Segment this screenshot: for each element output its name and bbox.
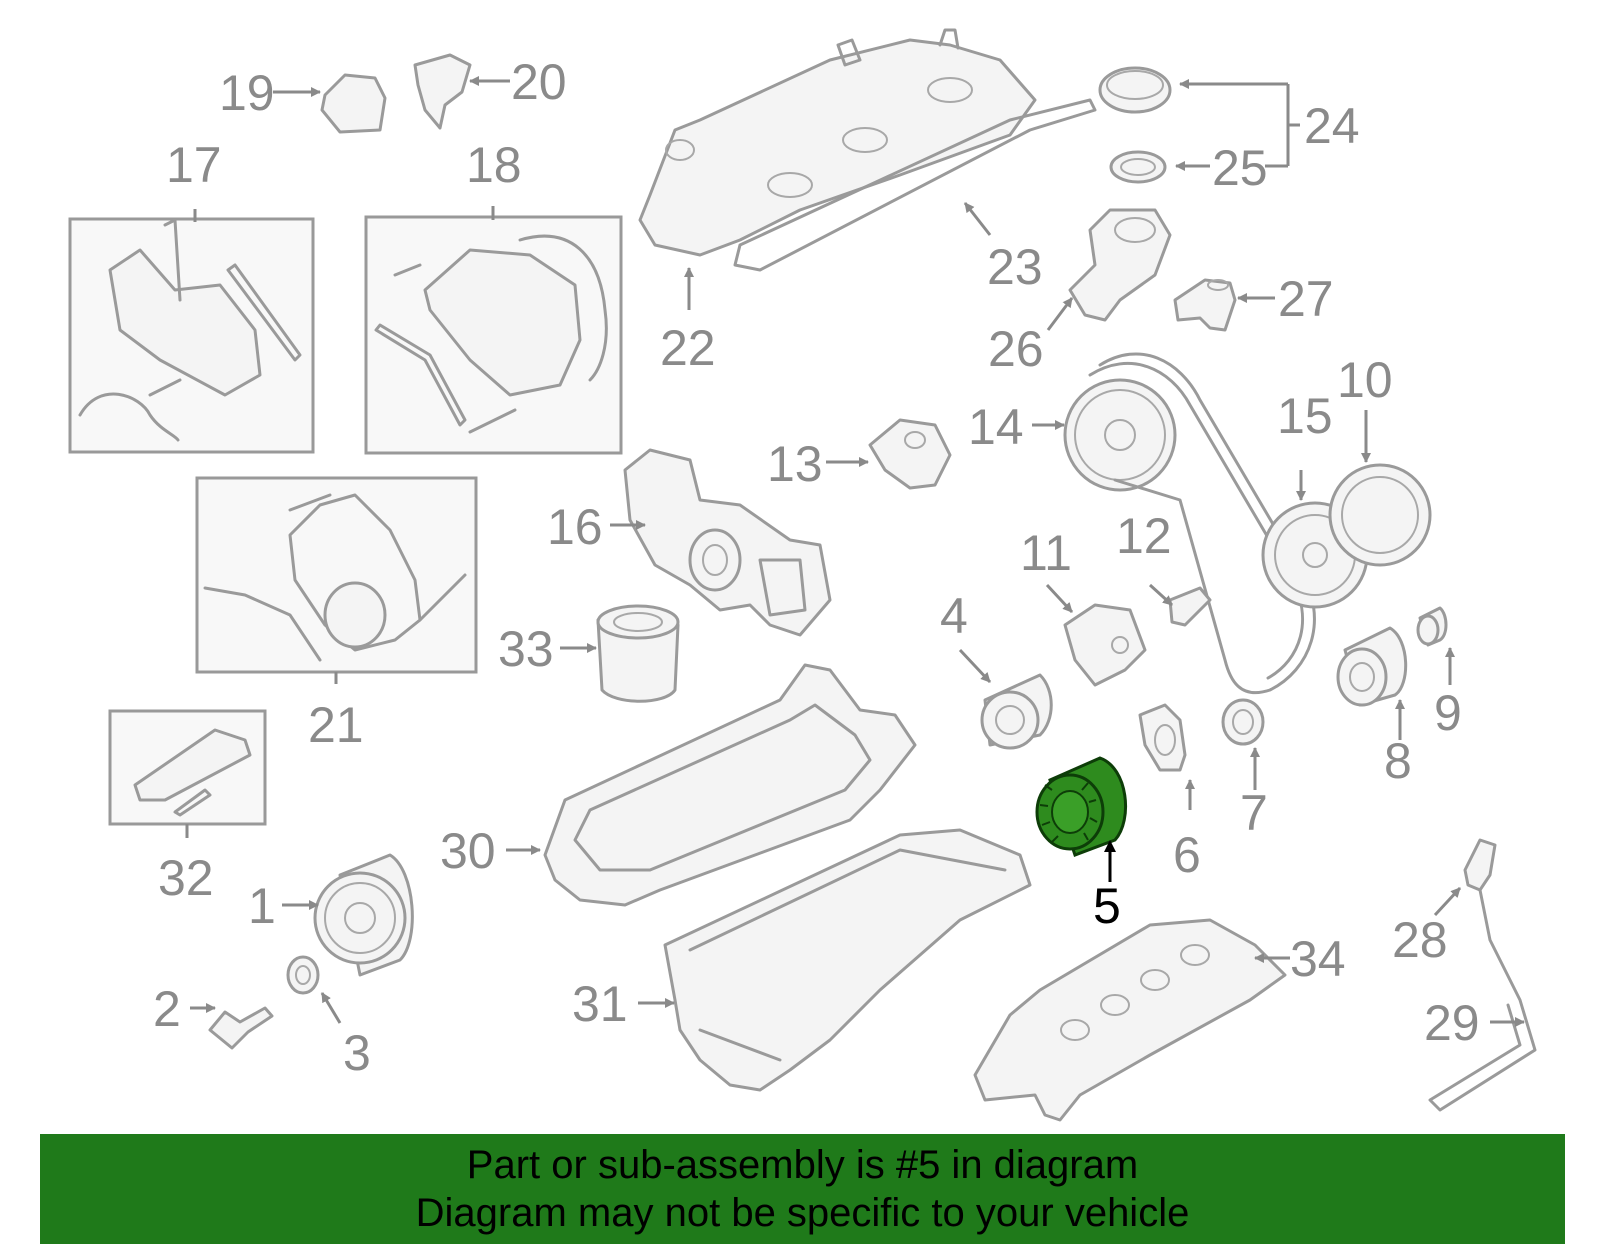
label-11: 11 [1020, 525, 1072, 581]
label-1: 1 [248, 878, 276, 934]
part-34-intake-manifold[interactable] [973, 918, 1290, 1122]
label-2: 2 [153, 981, 181, 1037]
part-22-23-valve-cover[interactable] [638, 28, 1097, 310]
label-3: 3 [343, 1025, 371, 1081]
label-24: 24 [1304, 98, 1360, 154]
part-12-bolt[interactable] [1148, 583, 1212, 627]
label-27: 27 [1278, 271, 1334, 327]
label-7: 7 [1240, 785, 1268, 841]
banner-line-2: Diagram may not be specific to your vehi… [415, 1191, 1190, 1235]
label-18: 18 [466, 137, 522, 193]
part-11-tensioner-bracket[interactable] [1045, 583, 1147, 687]
part-28-dipstick-seal[interactable] [1433, 838, 1497, 917]
part-18-timing-cover[interactable] [364, 206, 623, 455]
label-20: 20 [511, 54, 567, 110]
part-32-sealant-tube[interactable] [108, 709, 267, 838]
part-16-oil-pump[interactable] [610, 448, 832, 637]
part-5-crankshaft-sprocket[interactable] [1035, 756, 1128, 882]
label-12: 12 [1116, 508, 1172, 564]
part-33-oil-filter[interactable] [560, 604, 680, 703]
part-17-timing-cover-kit[interactable] [68, 209, 315, 454]
banner-line-1: Part or sub-assembly is #5 in diagram [466, 1143, 1139, 1187]
label-4: 4 [940, 588, 968, 644]
part-27-sensor[interactable] [1173, 278, 1275, 332]
label-25: 25 [1212, 140, 1268, 196]
part-5-teeth [1039, 782, 1098, 843]
part-30-oil-pan-baffle[interactable] [506, 663, 917, 907]
part-5-hub [1051, 790, 1089, 834]
label-19: 19 [219, 65, 275, 121]
label-15: 15 [1277, 388, 1333, 444]
label-34: 34 [1290, 931, 1346, 987]
label-22: 22 [660, 320, 716, 376]
label-6: 6 [1173, 827, 1201, 883]
info-banner: Part or sub-assembly is #5 in diagram Di… [40, 1134, 1565, 1244]
part-7-oil-seal[interactable] [1221, 698, 1265, 790]
part-8-spacer[interactable] [1336, 626, 1408, 740]
label-5: 5 [1093, 878, 1121, 934]
label-9: 9 [1434, 685, 1462, 741]
label-17: 17 [166, 137, 222, 193]
label-31: 31 [572, 976, 628, 1032]
label-8: 8 [1384, 733, 1412, 789]
part-10-sprocket[interactable] [1328, 410, 1432, 567]
part-20-engine-mount[interactable] [413, 53, 510, 130]
part-29-dipstick-tube[interactable] [1428, 888, 1537, 1112]
label-29: 29 [1424, 995, 1480, 1051]
label-16: 16 [547, 499, 603, 555]
part-24-oil-filler-cap[interactable] [1098, 66, 1300, 166]
label-23: 23 [987, 239, 1043, 295]
label-28: 28 [1392, 912, 1448, 968]
label-33: 33 [498, 621, 554, 677]
label-13: 13 [767, 436, 823, 492]
part-1-crankshaft-pulley[interactable] [282, 853, 414, 977]
label-30: 30 [440, 823, 496, 879]
label-21: 21 [308, 697, 364, 753]
part-31-oil-pan[interactable] [638, 828, 1032, 1092]
part-26-bracket[interactable] [1046, 208, 1172, 331]
part-13-tensioner[interactable] [826, 418, 952, 490]
part-25-cap-gasket[interactable] [1109, 150, 1288, 184]
part-19-mount-bracket[interactable] [273, 73, 387, 134]
part-3-washer[interactable] [286, 955, 342, 1024]
part-4-idler-pulley[interactable] [958, 648, 1053, 750]
label-10: 10 [1337, 352, 1393, 408]
label-32: 32 [158, 850, 214, 906]
part-2-crank-bolt[interactable] [190, 1003, 274, 1050]
label-14: 14 [968, 399, 1024, 455]
part-timing-belt [1088, 352, 1316, 695]
part-6-seal-plate[interactable] [1138, 703, 1195, 810]
part-21-gasket-kit[interactable] [195, 476, 478, 684]
part-9-bushing[interactable] [1416, 606, 1455, 685]
part-14-camshaft-sprocket[interactable] [1032, 378, 1177, 492]
label-26: 26 [988, 321, 1044, 377]
